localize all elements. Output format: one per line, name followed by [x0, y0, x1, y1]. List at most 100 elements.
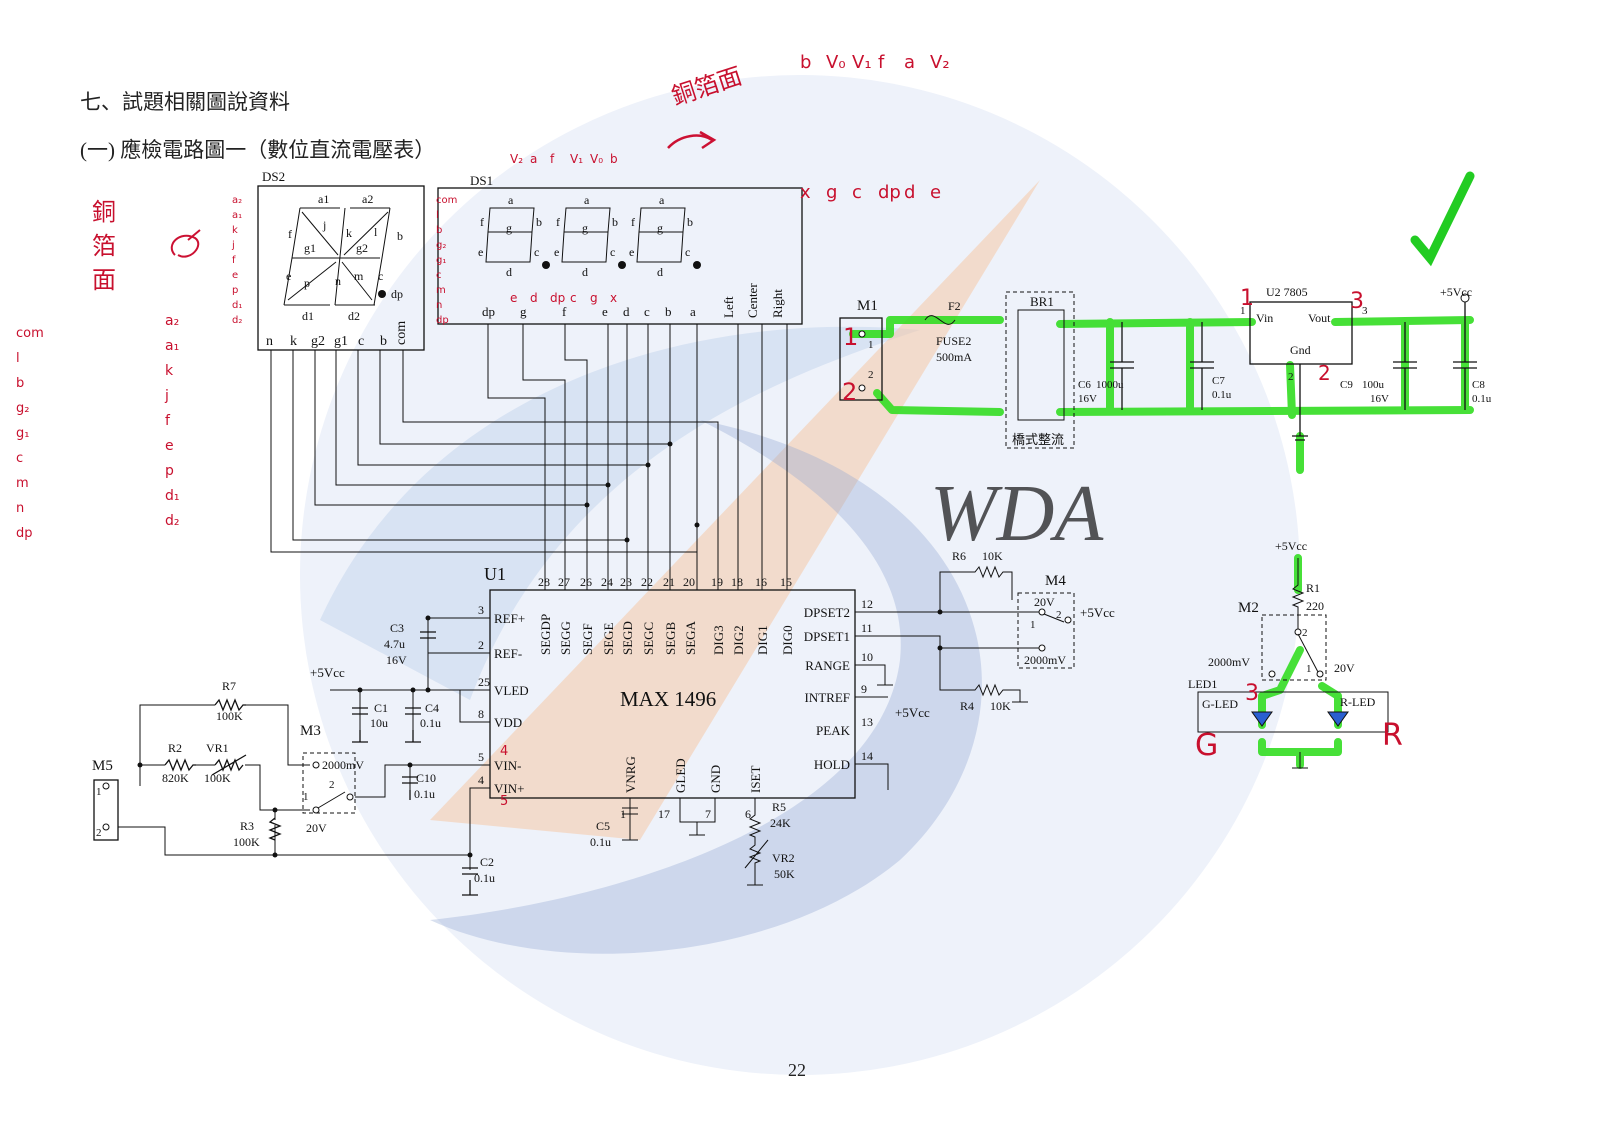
- u1-pin-num-10: 10: [861, 650, 873, 664]
- ds1-dp3: [693, 261, 701, 269]
- display-bus: [270, 324, 788, 590]
- hw-top1-2: V₁: [852, 52, 872, 73]
- hw-ds2-right-8: dp: [436, 315, 449, 326]
- u1-name: MAX 1496: [620, 687, 716, 711]
- ds1-body: [437, 187, 803, 325]
- m5-ref: M5: [92, 758, 113, 774]
- hw-top2-5: e: [930, 182, 941, 203]
- r3-symbol: [268, 817, 282, 841]
- u1-pin-num-28: 28: [538, 575, 550, 589]
- ds1-ref: DS1: [470, 173, 493, 188]
- hw-left-col-5: c: [16, 451, 23, 466]
- u1-pin-name-segc: SEGC: [641, 622, 656, 655]
- hw-ds1-bot-5: x: [610, 291, 617, 305]
- hw-ds2-left-3: j: [231, 240, 235, 251]
- fuse-name: FUSE2: [936, 334, 971, 348]
- u1-pin-num-2: 2: [478, 638, 484, 652]
- hw-top1-3: f: [878, 52, 885, 73]
- hw-left-col-1: l: [16, 351, 20, 366]
- ds1-pin-label-b: b: [665, 304, 672, 319]
- hw-ds2-right-4: g₁: [436, 255, 446, 266]
- hw-left-col-4: g₁: [16, 426, 29, 441]
- ds2-display: DS2: [257, 169, 425, 351]
- ds2-seg-label-a2: a2: [362, 192, 373, 206]
- hw-copper-vertical-2: 面: [92, 266, 116, 294]
- vr1-ref: VR1: [206, 741, 229, 755]
- hw-top2-3: dp: [878, 182, 901, 203]
- hw-vin-minus: 4: [500, 744, 508, 759]
- r5-value: 24K: [770, 816, 791, 830]
- u1-pin-name-segf: SEGF: [580, 623, 595, 655]
- u1-pin-num-22: 22: [641, 575, 653, 589]
- vr2-value: 50K: [774, 867, 795, 881]
- analog-components: [164, 631, 478, 896]
- hw-ds2-right-1: l: [436, 210, 439, 221]
- g-led-label: G-LED: [1202, 697, 1238, 711]
- m2-range-b: 20V: [1334, 661, 1355, 675]
- ds2-body: [257, 185, 425, 351]
- ds1-d3-seg-e: e: [629, 245, 634, 259]
- led1-ref: LED1: [1188, 677, 1217, 691]
- ds2-seg-label-p: p: [304, 276, 310, 290]
- r7-ref: R7: [222, 679, 236, 693]
- r7-value: 100K: [216, 709, 243, 723]
- analog-junctions: [137, 615, 473, 858]
- u1-pin-num-27: 27: [558, 575, 570, 589]
- hw-ds2-right-7: n: [436, 300, 442, 311]
- u1-pin-num-4: 4: [478, 773, 484, 787]
- hw-left-col-2: b: [16, 376, 24, 391]
- ds2-pin-label-com: com: [394, 321, 409, 345]
- ds2-seg-label-m: m: [354, 269, 364, 283]
- u1-pin-name-vdd: VDD: [494, 715, 522, 730]
- hw-ds1-top-3: V₁: [570, 152, 583, 166]
- u1-pin-num-5: 5: [478, 750, 484, 764]
- c10-symbol: [402, 776, 418, 784]
- c6-ref: C6: [1078, 379, 1091, 391]
- c6-voltage: 16V: [1078, 393, 1097, 405]
- u2-vout: Vout: [1308, 311, 1331, 325]
- ds2-seg-label-l: l: [374, 225, 378, 239]
- ds1-pin-label-right: Right: [770, 289, 785, 318]
- bridge-label: 橋式整流: [1012, 432, 1064, 447]
- ds1-d1-seg-a: a: [508, 193, 514, 207]
- u1-pin-num-11: 11: [861, 621, 873, 635]
- vcc-label-led: +5Vcc: [1275, 539, 1307, 553]
- u1-pin-name-vled: VLED: [494, 683, 529, 698]
- m2-pin-1: 1: [1306, 663, 1312, 675]
- u1-pin-name-sega: SEGA: [683, 620, 698, 655]
- ds1-dp1: [542, 261, 550, 269]
- watermark-triangle: [430, 180, 1040, 840]
- u1-pin-num-26: 26: [580, 575, 592, 589]
- u1-pin-name-dig1: DIG1: [755, 625, 770, 655]
- ds1-digit-2: [561, 207, 611, 263]
- r1-ref: R1: [1306, 581, 1320, 595]
- u1-pin-num-8: 8: [478, 707, 484, 721]
- m3-pin-2: 2: [329, 779, 335, 791]
- u1-pin-name-dig3: DIG3: [711, 625, 726, 655]
- hw-r: R: [1382, 718, 1403, 753]
- ds1-d2-seg-e: e: [554, 245, 559, 259]
- hw-ds2-right-6: m: [436, 285, 446, 296]
- hw-ds2-left-8: d₂: [232, 315, 242, 326]
- hw-ds1-bot-0: e: [510, 291, 517, 305]
- m1-connector: [839, 317, 883, 401]
- ds2-seg-label-e: e: [286, 269, 291, 283]
- page-number: 22: [788, 1060, 806, 1080]
- c4-ref: C4: [425, 701, 439, 715]
- u1-pin-name-dig0: DIG0: [780, 625, 795, 655]
- hw-ds1-top-2: f: [550, 152, 555, 166]
- figure-title: (一) 應檢電路圖一（數位直流電壓表）: [80, 138, 436, 162]
- c3-ref: C3: [390, 621, 404, 635]
- c10-ref: C10: [416, 771, 436, 785]
- fuse-symbol: [924, 315, 956, 325]
- hw-right-col-5: e: [165, 438, 174, 454]
- hw-ds1-top-1: a: [530, 152, 537, 166]
- c2-ref: C2: [480, 855, 494, 869]
- hw-top1-1: V₀: [826, 52, 846, 73]
- m4-range-a: 20V: [1034, 595, 1055, 609]
- ds1-d1-seg-b: b: [536, 215, 542, 229]
- ds2-pin-label-g2: g2: [311, 334, 325, 349]
- highlight-gnd: [1286, 361, 1304, 474]
